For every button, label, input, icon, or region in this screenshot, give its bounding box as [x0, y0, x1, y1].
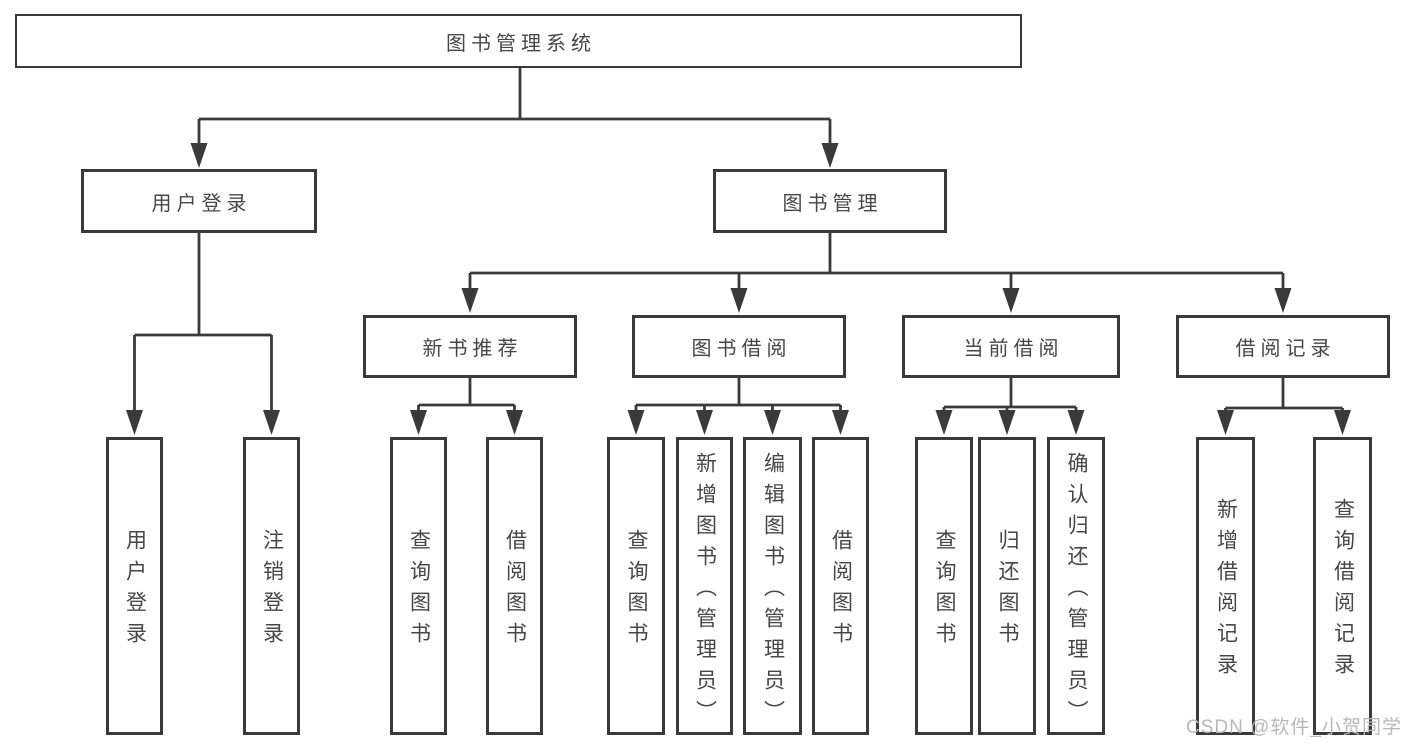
- node-current-borrowing: 当前借阅: [902, 315, 1120, 378]
- leaf-recommend-borrow-books: 借阅图书: [486, 437, 543, 735]
- leaf-user-login: 用户登录: [106, 437, 163, 735]
- connector-borrowing-records-children: [1217, 378, 1351, 435]
- arrow-down-icon: [821, 143, 839, 168]
- leaf-return-books: 归还图书: [978, 437, 1036, 735]
- leaf-query-borrow-record: 查询借阅记录: [1313, 437, 1372, 735]
- connector-book-management-to-level3: [461, 233, 1292, 313]
- arrow-down-icon: [1002, 288, 1020, 313]
- leaf-current-query-books: 查询图书: [915, 437, 973, 735]
- arrow-down-icon: [998, 410, 1016, 435]
- connector-user-login-children: [126, 233, 280, 435]
- arrow-down-icon: [627, 410, 645, 435]
- arrow-down-icon: [190, 143, 208, 168]
- leaf-confirm-return-admin: 确认归还（管理员）: [1047, 437, 1105, 735]
- arrow-down-icon: [696, 410, 713, 435]
- node-library-management-system: 图书管理系统: [15, 14, 1022, 68]
- node-borrowing-records: 借阅记录: [1176, 315, 1390, 378]
- arrow-down-icon: [764, 410, 781, 435]
- leaf-borrowing-borrow-books: 借阅图书: [812, 437, 869, 735]
- connector-book-borrowing-children: [627, 378, 849, 435]
- connector-current-borrowing-children: [935, 378, 1085, 435]
- connector-root-to-level2: [190, 68, 839, 168]
- node-book-borrowing: 图书借阅: [632, 315, 846, 378]
- arrow-down-icon: [1067, 410, 1085, 435]
- node-book-management: 图书管理: [713, 169, 947, 233]
- leaf-edit-book-admin: 编辑图书（管理员）: [743, 437, 802, 735]
- arrow-down-icon: [461, 288, 479, 313]
- arrow-down-icon: [935, 410, 953, 435]
- leaf-add-book-admin: 新增图书（管理员）: [676, 437, 733, 735]
- arrow-down-icon: [126, 410, 143, 435]
- leaf-borrowing-query-books: 查询图书: [607, 437, 665, 735]
- node-new-book-recommendation: 新书推荐: [363, 315, 577, 378]
- leaf-logout: 注销登录: [243, 437, 300, 735]
- arrow-down-icon: [1334, 410, 1351, 435]
- arrow-down-icon: [1217, 410, 1234, 435]
- arrow-down-icon: [506, 410, 523, 435]
- connector-new-book-recommendation-children: [410, 378, 523, 435]
- node-user-login: 用户登录: [81, 169, 317, 233]
- arrow-down-icon: [1274, 288, 1292, 313]
- arrow-down-icon: [410, 410, 427, 435]
- leaf-recommend-query-books: 查询图书: [390, 437, 447, 735]
- leaf-add-borrow-record: 新增借阅记录: [1196, 437, 1255, 735]
- arrow-down-icon: [730, 288, 748, 313]
- arrow-down-icon: [263, 410, 280, 435]
- arrow-down-icon: [832, 410, 849, 435]
- csdn-watermark: CSDN @软件_小贺同学: [1186, 717, 1402, 738]
